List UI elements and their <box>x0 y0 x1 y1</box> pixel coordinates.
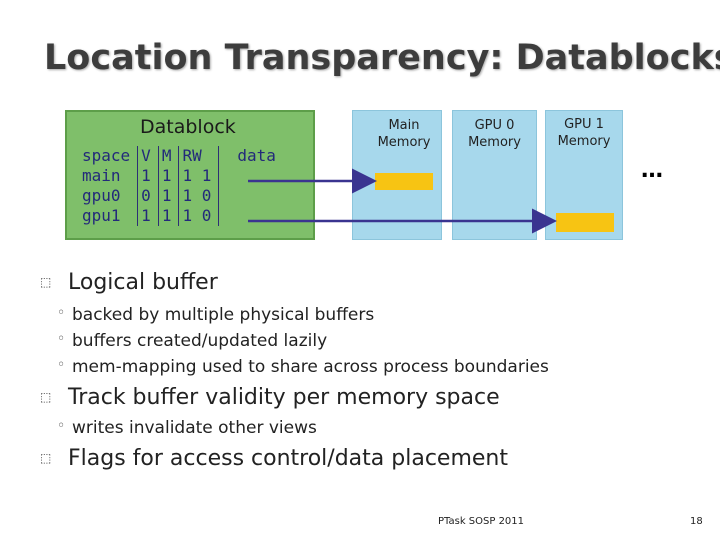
circle-bullet-icon: ◦ <box>57 305 66 321</box>
gpu0-memory-box <box>452 110 537 240</box>
bullet-track-validity: ⬚ Track buffer validity per memory space <box>40 385 500 410</box>
cell-space: main <box>80 166 139 186</box>
table-row: gpu0 0 1 1 0 <box>80 186 283 206</box>
sub-bullet: ◦ buffers created/updated lazily <box>57 331 328 351</box>
cell-m: 1 <box>158 186 180 206</box>
main-memory-buffer <box>375 173 433 190</box>
cell-m: 1 <box>158 166 180 186</box>
header-data: data <box>237 146 276 165</box>
gpu1-memory-buffer <box>556 213 614 232</box>
gpu0-memory-label: GPU 0 Memory <box>468 118 521 150</box>
bullet-marker-icon: ⬚ <box>40 390 52 404</box>
cell-m: 1 <box>158 206 180 226</box>
sub-bullet: ◦ mem-mapping used to share across proce… <box>57 357 549 377</box>
header-rw: RW <box>178 146 220 166</box>
table-row: gpu1 1 1 1 0 <box>80 206 283 226</box>
circle-bullet-icon: ◦ <box>57 357 66 373</box>
page-number: 18 <box>690 516 703 527</box>
bullet-marker-icon: ⬚ <box>40 275 52 289</box>
sub-bullet: ◦ writes invalidate other views <box>57 418 317 438</box>
more-memories-ellipsis: … <box>641 158 663 183</box>
datablock-table: space V M RW data main 1 1 1 1 gpu0 0 1 … <box>80 146 283 226</box>
table-row: main 1 1 1 1 <box>80 166 283 186</box>
cell-rw: 1 1 <box>178 166 220 186</box>
cell-rw: 1 0 <box>178 206 220 226</box>
footer-conference: PTask SOSP 2011 <box>438 516 525 527</box>
bullet-flags: ⬚ Flags for access control/data placemen… <box>40 446 508 471</box>
table-header-row: space V M RW data <box>80 146 283 166</box>
circle-bullet-icon: ◦ <box>57 418 66 434</box>
header-space: space <box>80 146 139 166</box>
header-v: V <box>137 146 159 166</box>
circle-bullet-icon: ◦ <box>57 331 66 347</box>
datablock-label: Datablock <box>140 116 236 138</box>
cell-space: gpu1 <box>80 206 139 226</box>
cell-v: 1 <box>137 166 159 186</box>
cell-rw: 1 0 <box>178 186 220 206</box>
cell-v: 1 <box>137 206 159 226</box>
bullet-marker-icon: ⬚ <box>40 451 52 465</box>
bullet-logical-buffer: ⬚ Logical buffer <box>40 270 218 295</box>
main-memory-label: Main Memory <box>377 118 431 150</box>
cell-v: 0 <box>137 186 159 206</box>
cell-space: gpu0 <box>80 186 139 206</box>
slide-title: Location Transparency: Datablocks <box>44 38 720 78</box>
gpu1-memory-label: GPU 1 Memory <box>557 117 611 149</box>
sub-bullet: ◦ backed by multiple physical buffers <box>57 305 375 325</box>
header-m: M <box>158 146 180 166</box>
